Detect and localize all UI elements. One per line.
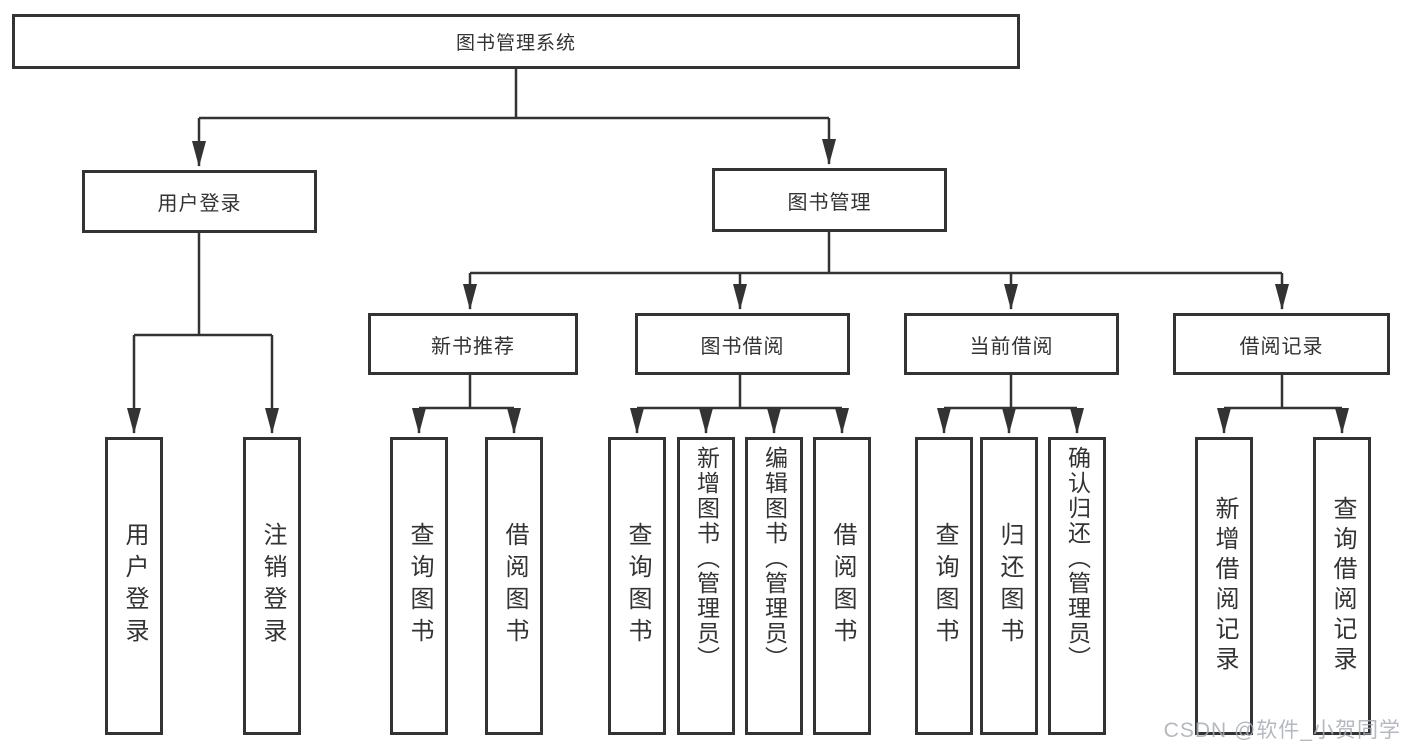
leaf-label: 新增图书（管理员） [693,446,720,671]
node-current-borrow: 当前借阅 [904,313,1119,375]
leaf-label: 归还图书 [996,522,1023,650]
leaf-label: 注销登录 [259,522,286,650]
node-user-login-branch: 用户登录 [82,170,317,233]
leaf-label: 编辑图书（管理员） [761,446,788,671]
leaf-label: 确认归还（管理员） [1064,446,1091,671]
leaf-label: 查询图书 [406,522,433,650]
leaf-label: 查询借阅记录 [1329,496,1356,676]
leaf-add-book-admin: 新增图书（管理员） [677,437,735,735]
leaf-return-book: 归还图书 [980,437,1038,735]
leaf-query-borrow-record: 查询借阅记录 [1313,437,1371,735]
node-borrow-records: 借阅记录 [1173,313,1390,375]
leaf-label: 查询图书 [624,522,651,650]
leaf-label: 借阅图书 [829,522,856,650]
leaf-label: 新增借阅记录 [1211,496,1238,676]
leaf-add-borrow-record: 新增借阅记录 [1195,437,1253,735]
leaf-label: 查询图书 [931,522,958,650]
node-book-borrow: 图书借阅 [635,313,850,375]
leaf-edit-book-admin: 编辑图书（管理员） [745,437,803,735]
leaf-query-book-1: 查询图书 [390,437,448,735]
watermark: CSDN @软件_小贺同学 [1163,719,1401,742]
leaf-logout: 注销登录 [243,437,301,735]
leaf-query-book-2: 查询图书 [608,437,666,735]
leaf-user-login: 用户登录 [105,437,163,735]
leaf-borrow-book-1: 借阅图书 [485,437,543,735]
leaf-label: 借阅图书 [501,522,528,650]
leaf-confirm-return-admin: 确认归还（管理员） [1048,437,1106,735]
leaf-query-book-3: 查询图书 [915,437,973,735]
node-system-root: 图书管理系统 [12,14,1020,69]
leaf-borrow-book-2: 借阅图书 [813,437,871,735]
node-book-management: 图书管理 [712,168,947,232]
leaf-label: 用户登录 [121,522,148,650]
node-new-book-recommend: 新书推荐 [368,313,578,375]
